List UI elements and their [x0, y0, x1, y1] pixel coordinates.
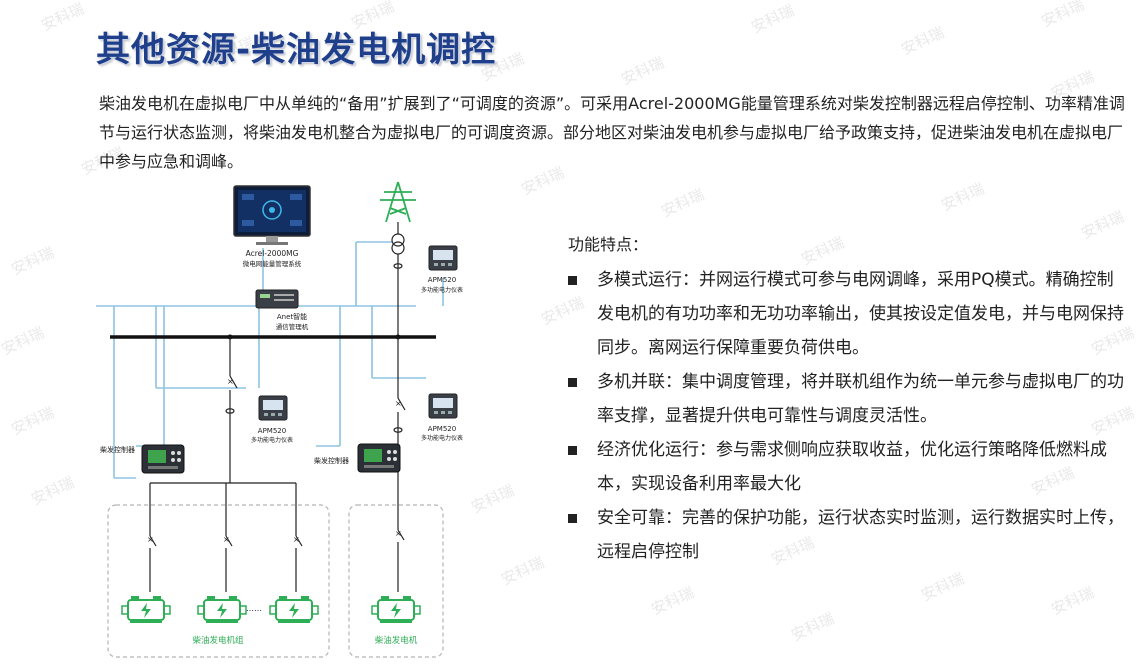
- page-title: 其他资源-柴油发电机调控: [96, 30, 497, 70]
- watermark: 安科瑞: [38, 0, 87, 35]
- features-list: 多模式运行：并网运行模式可参与电网调峰，采用PQ模式。精确控制发电机的有功功率和…: [568, 263, 1128, 569]
- controller-label: 柴发控制器: [314, 456, 349, 465]
- generator-group-label: 柴油发电机组: [192, 635, 244, 646]
- watermark: 安科瑞: [748, 1, 797, 37]
- meter-name-label: APM520: [428, 425, 456, 433]
- watermark: 安科瑞: [618, 53, 667, 89]
- watermark: 安科瑞: [0, 323, 47, 359]
- meter-name-label: APM520: [258, 427, 286, 435]
- meter-icon: [428, 393, 458, 419]
- meter-desc-label: 多功能电力仪表: [421, 286, 463, 294]
- bullet-square-icon: [568, 446, 577, 455]
- bullet-square-icon: [568, 378, 577, 387]
- generator-icon: [121, 595, 171, 623]
- gateway-name-label: Anet智能: [277, 312, 307, 321]
- transmission-tower-icon: [380, 181, 416, 223]
- feature-text: 安全可靠：完善的保护功能，运行状态实时监测，运行数据实时上传，远程启停控制: [597, 508, 1124, 562]
- ellipsis-label: ……: [246, 604, 262, 613]
- single-generator-box: [348, 504, 444, 658]
- watermark: 安科瑞: [938, 179, 987, 215]
- comm-lines: [96, 241, 444, 479]
- svg-text:×: ×: [147, 535, 154, 544]
- features-section: 功能特点： 多模式运行：并网运行模式可参与电网调峰，采用PQ模式。精确控制发电机…: [568, 231, 1128, 569]
- ems-name-label: Acrel-2000MG: [246, 249, 299, 258]
- generator-group-box: [107, 504, 330, 658]
- generator-icon: [371, 595, 421, 623]
- svg-text:×: ×: [293, 535, 300, 544]
- gateway-device-icon: [255, 289, 299, 309]
- bullet-square-icon: [568, 514, 577, 523]
- meter-icon: [428, 245, 458, 271]
- controller-icon: [141, 444, 185, 474]
- feature-item: 多机并联：集中调度管理，将并联机组作为统一单元参与虚拟电厂的功率支撑，显著提升供…: [568, 365, 1128, 433]
- watermark: 安科瑞: [788, 609, 837, 645]
- watermark: 安科瑞: [8, 403, 57, 439]
- feature-item: 经济优化运行：参与需求侧响应获取收益，优化运行策略降低燃料成本，实现设备利用率最…: [568, 433, 1128, 501]
- feature-text: 经济优化运行：参与需求侧响应获取收益，优化运行策略降低燃料成本，实现设备利用率最…: [597, 440, 1107, 494]
- feature-text: 多模式运行：并网运行模式可参与电网调峰，采用PQ模式。精确控制发电机的有功功率和…: [597, 270, 1124, 358]
- svg-text:×: ×: [223, 535, 230, 544]
- watermark: 安科瑞: [648, 583, 697, 619]
- meter-icon: [258, 395, 288, 421]
- transformer-icon: [391, 222, 405, 338]
- watermark: 安科瑞: [28, 473, 77, 509]
- system-diagram: Acrel-2000MG 微电网能量管理系统 Anet智能 通信管理机 APM5…: [96, 181, 463, 658]
- watermark: 安科瑞: [898, 23, 947, 59]
- feature-item: 多模式运行：并网运行模式可参与电网调峰，采用PQ模式。精确控制发电机的有功功率和…: [568, 263, 1128, 365]
- ems-desc-label: 微电网能量管理系统: [243, 259, 302, 268]
- gateway-desc-label: 通信管理机: [276, 322, 309, 331]
- watermark: 安科瑞: [1038, 0, 1087, 31]
- generator-icon: [197, 595, 247, 623]
- controller-label: 柴发控制器: [100, 445, 135, 454]
- left-feeder: [149, 337, 303, 592]
- controller-icon: [357, 443, 401, 473]
- intro-paragraph: 柴油发电机在虚拟电厂中从单纯的“备用”扩展到了“可调度的资源”。可采用Acrel…: [99, 94, 1125, 171]
- watermark: 安科瑞: [658, 185, 707, 221]
- svg-text:×: ×: [227, 377, 234, 386]
- watermark: 安科瑞: [1048, 583, 1097, 619]
- generator-icon: [269, 595, 319, 623]
- bullet-square-icon: [568, 276, 577, 285]
- meter-desc-label: 多功能电力仪表: [251, 436, 293, 444]
- watermark: 安科瑞: [498, 553, 547, 589]
- svg-text:×: ×: [395, 529, 402, 538]
- feature-text: 多机并联：集中调度管理，将并联机组作为统一单元参与虚拟电厂的功率支撑，显著提升供…: [597, 372, 1124, 426]
- features-heading: 功能特点：: [568, 235, 649, 254]
- watermark: 安科瑞: [918, 569, 967, 605]
- single-generator-label: 柴油发电机: [375, 635, 418, 646]
- svg-text:×: ×: [395, 399, 402, 408]
- ems-monitor-icon: [233, 185, 311, 245]
- meter-name-label: APM520: [428, 276, 456, 284]
- meter-desc-label: 多功能电力仪表: [421, 434, 463, 442]
- feature-item: 安全可靠：完善的保护功能，运行状态实时监测，运行数据实时上传，远程启停控制: [568, 501, 1128, 569]
- watermark: 安科瑞: [8, 243, 57, 279]
